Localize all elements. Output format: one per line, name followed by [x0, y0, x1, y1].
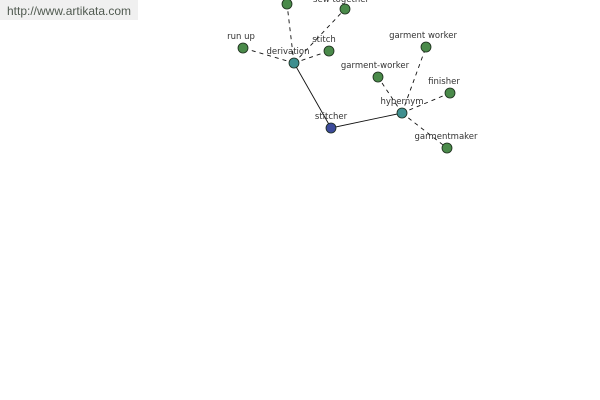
node-hypernym[interactable]: [396, 107, 408, 119]
label-leaf-gw2[interactable]: garment-worker: [341, 61, 410, 71]
node-leaf-stitch[interactable]: [323, 45, 335, 57]
graph-nodes: [237, 0, 456, 154]
label-leaf-sew[interactable]: sew together: [313, 0, 369, 5]
node-center[interactable]: [325, 122, 337, 134]
edge-center-hypernym: [330, 112, 403, 129]
edge-derivation-leaf-stitch: [293, 50, 330, 64]
edge-derivation-leaf-top: [286, 3, 295, 64]
graph-labels: stitcher derivation hypernym sew together ru…: [227, 0, 478, 142]
edge-derivation-leaf-runup: [242, 47, 295, 64]
label-center[interactable]: stitcher: [315, 112, 348, 122]
edge-hypernym-leaf-gw2: [377, 76, 403, 114]
node-leaf-runup[interactable]: [237, 42, 249, 54]
node-derivation[interactable]: [288, 57, 300, 69]
node-leaf-finisher[interactable]: [444, 87, 456, 99]
graph-edges: [242, 3, 451, 149]
edge-center-derivation: [293, 62, 332, 129]
node-leaf-gw2[interactable]: [372, 71, 384, 83]
source-url[interactable]: http://www.artikata.com: [0, 0, 138, 20]
label-hypernym[interactable]: hypernym: [380, 97, 423, 107]
node-leaf-sew[interactable]: [339, 3, 351, 15]
node-leaf-top[interactable]: [281, 0, 293, 10]
label-leaf-gw[interactable]: garment worker: [389, 31, 457, 41]
label-leaf-finisher[interactable]: finisher: [428, 77, 460, 87]
label-derivation[interactable]: derivation: [266, 47, 309, 57]
edge-hypernym-leaf-gm: [401, 112, 448, 149]
label-leaf-gm[interactable]: garmentmaker: [414, 132, 478, 142]
label-leaf-runup[interactable]: run up: [227, 32, 255, 42]
edge-hypernym-leaf-finisher: [401, 92, 451, 114]
node-leaf-gw[interactable]: [420, 41, 432, 53]
label-leaf-stitch[interactable]: stitch: [312, 35, 336, 45]
node-leaf-gm[interactable]: [441, 142, 453, 154]
edge-hypernym-leaf-gw: [401, 46, 427, 114]
